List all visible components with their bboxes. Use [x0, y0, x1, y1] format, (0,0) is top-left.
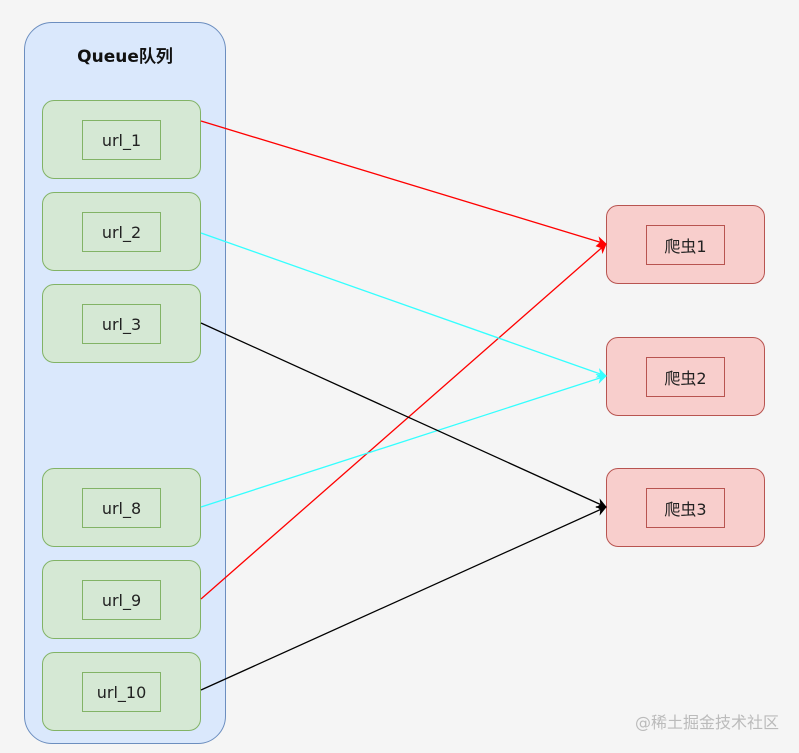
crawler-node-2[interactable]: 爬虫2	[606, 337, 765, 416]
queue-item-url-8[interactable]: url_8	[42, 468, 201, 547]
queue-item-label: url_3	[82, 304, 161, 344]
crawler-label: 爬虫3	[646, 488, 725, 528]
queue-item-label: url_1	[82, 120, 161, 160]
queue-item-label: url_8	[82, 488, 161, 528]
edge-url_9-to-crawler	[200, 243, 607, 600]
queue-item-url-1[interactable]: url_1	[42, 100, 201, 179]
queue-title: Queue队列	[77, 47, 173, 67]
edge-url_10-to-crawler	[200, 506, 607, 691]
edge-url_2-to-crawler	[200, 232, 607, 378]
edge-url_1-to-crawler	[200, 120, 607, 247]
queue-item-label: url_10	[82, 672, 161, 712]
queue-item-url-2[interactable]: url_2	[42, 192, 201, 271]
crawler-node-1[interactable]: 爬虫1	[606, 205, 765, 284]
queue-item-url-3[interactable]: url_3	[42, 284, 201, 363]
queue-item-label: url_2	[82, 212, 161, 252]
watermark: @稀土掘金技术社区	[634, 713, 779, 732]
crawler-node-3[interactable]: 爬虫3	[606, 468, 765, 547]
edge-url_3-to-crawler	[200, 322, 607, 508]
queue-item-label: url_9	[82, 580, 161, 620]
edge-group	[200, 120, 607, 691]
crawler-label: 爬虫2	[646, 357, 725, 397]
queue-item-url-10[interactable]: url_10	[42, 652, 201, 731]
edge-url_8-to-crawler	[200, 373, 607, 508]
crawler-label: 爬虫1	[646, 225, 725, 265]
queue-item-url-9[interactable]: url_9	[42, 560, 201, 639]
